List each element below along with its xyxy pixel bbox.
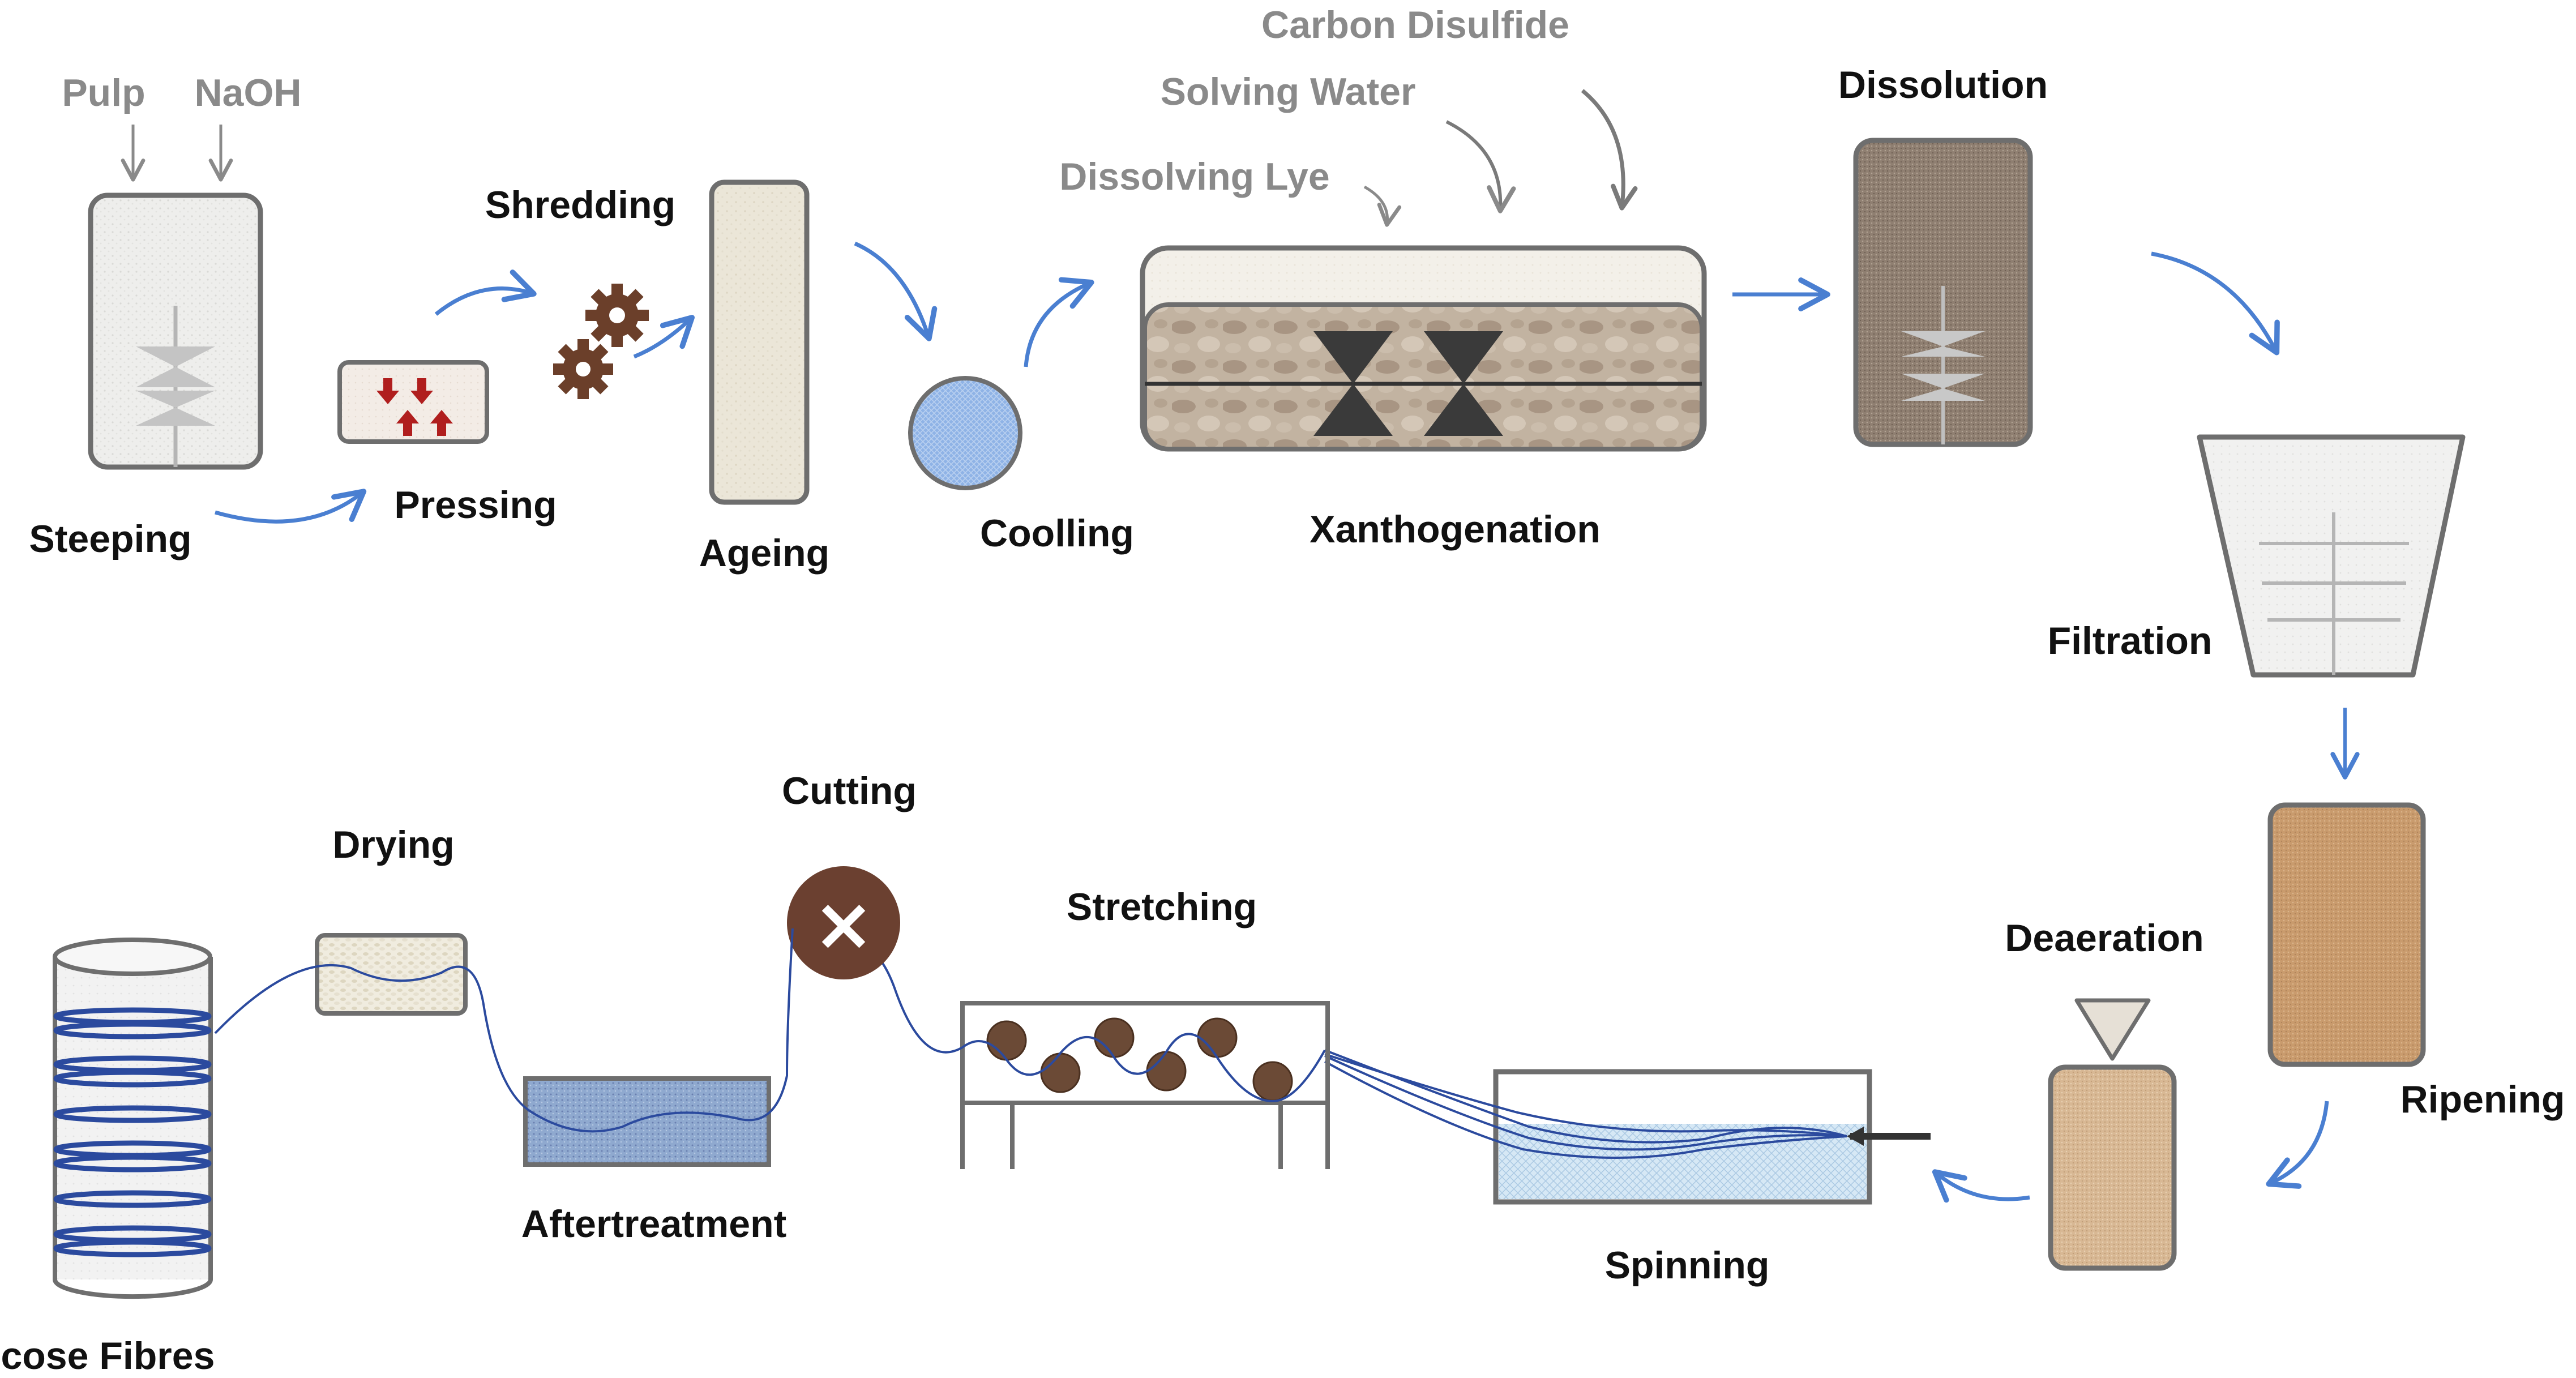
aftertreatment-label: Aftertreatment: [521, 1202, 787, 1246]
shredding-gear-icon: [553, 284, 649, 399]
stretching-label: Stretching: [1067, 885, 1257, 928]
xanthogenation-label: Xanthogenation: [1310, 508, 1601, 551]
roller: [1252, 1061, 1293, 1102]
solving-water-label: Solving Water: [1161, 70, 1416, 113]
cutting-blade[interactable]: ×: [787, 866, 900, 979]
flow-arrow-dissolution-filtration: [2151, 251, 2280, 356]
press-up-arrows-icon: [396, 410, 453, 436]
stretching-frame: [960, 1001, 1330, 1169]
shredding-label: Shredding: [485, 183, 675, 226]
solving-water-input: Solving Water: [1161, 70, 1516, 213]
flow-arrow-ripening-deaeration: [2266, 1101, 2329, 1189]
deaeration-tank: [2048, 998, 2177, 1271]
roller: [1094, 1017, 1135, 1058]
spinneret-arrow-icon: [1847, 1127, 1864, 1146]
flow-arrow-deaeration-spinning: [1932, 1169, 2030, 1203]
spinning-bath: [1493, 1069, 1931, 1205]
dissolution-vessel: [1853, 138, 2033, 447]
pressing-label: Pressing: [394, 483, 557, 527]
flow-arrow-ageing-coolling: [854, 241, 938, 341]
aftertreatment-bath: [523, 1076, 771, 1167]
roller: [1197, 1017, 1238, 1058]
cutting-label: Cutting: [782, 769, 917, 812]
fibre-tow: [1324, 1049, 1847, 1159]
drying-label: Drying: [332, 823, 454, 866]
drying-unit: [315, 933, 468, 1016]
flow-arrow-coolling-xanthogenation: [1024, 277, 1094, 367]
roller: [1146, 1051, 1187, 1092]
fibre-to-collection: [214, 928, 794, 1133]
xanthogenation-vessel: [1140, 245, 1707, 452]
flow-arrow-steeping-pressing: [215, 489, 367, 524]
dissolving-lye-arrow: [1363, 185, 1402, 227]
dissolving-lye-label: Dissolving Lye: [1059, 155, 1329, 198]
dissolution-label: Dissolution: [1838, 63, 2048, 106]
carbon-disulfide-label: Carbon Disulfide: [1261, 3, 1569, 46]
spinning-label: Spinning: [1605, 1244, 1770, 1287]
steeping-label: Steeping: [29, 517, 191, 560]
pressing-press: [337, 360, 489, 444]
solving-water-arrow: [1445, 120, 1516, 213]
fibre-through-stretching: [865, 945, 1326, 1103]
pulp-input: Pulp: [62, 71, 146, 182]
naoh-label: NaOH: [195, 71, 302, 114]
roller: [1040, 1052, 1081, 1093]
pulp-label: Pulp: [62, 71, 145, 114]
deaeration-label: Deaeration: [2005, 917, 2203, 960]
dissolving-lye-input: Dissolving Lye: [1059, 155, 1402, 227]
press-down-arrows-icon: [376, 378, 433, 404]
carbon-disulfide-arrow: [1581, 89, 1638, 211]
stretching-rollers: [986, 1017, 1293, 1102]
filtration-funnel: [2197, 434, 2466, 678]
flow-arrow-pressing-shredding: [434, 269, 537, 316]
steeping-vessel: [88, 192, 263, 470]
cutting-x-icon: ×: [813, 881, 875, 967]
filtration-label: Filtration: [2048, 619, 2213, 662]
ageing-column: [709, 179, 810, 505]
coolling-disc: [908, 376, 1022, 490]
flow-arrow-shredding-ageing: [633, 315, 695, 359]
ageing-label: Ageing: [699, 532, 829, 575]
roller: [986, 1020, 1027, 1061]
ripening-tank: [2267, 802, 2426, 1067]
carbon-disulfide-input: Carbon Disulfide: [1261, 3, 1638, 211]
ripening-label: Ripening: [2400, 1078, 2565, 1121]
viscose-fibres-drum: [53, 938, 213, 1299]
naoh-input: NaOH: [195, 71, 302, 182]
coolling-label: Coolling: [980, 512, 1134, 555]
viscose-fibres-label: Viscose Fibres: [0, 1334, 215, 1377]
